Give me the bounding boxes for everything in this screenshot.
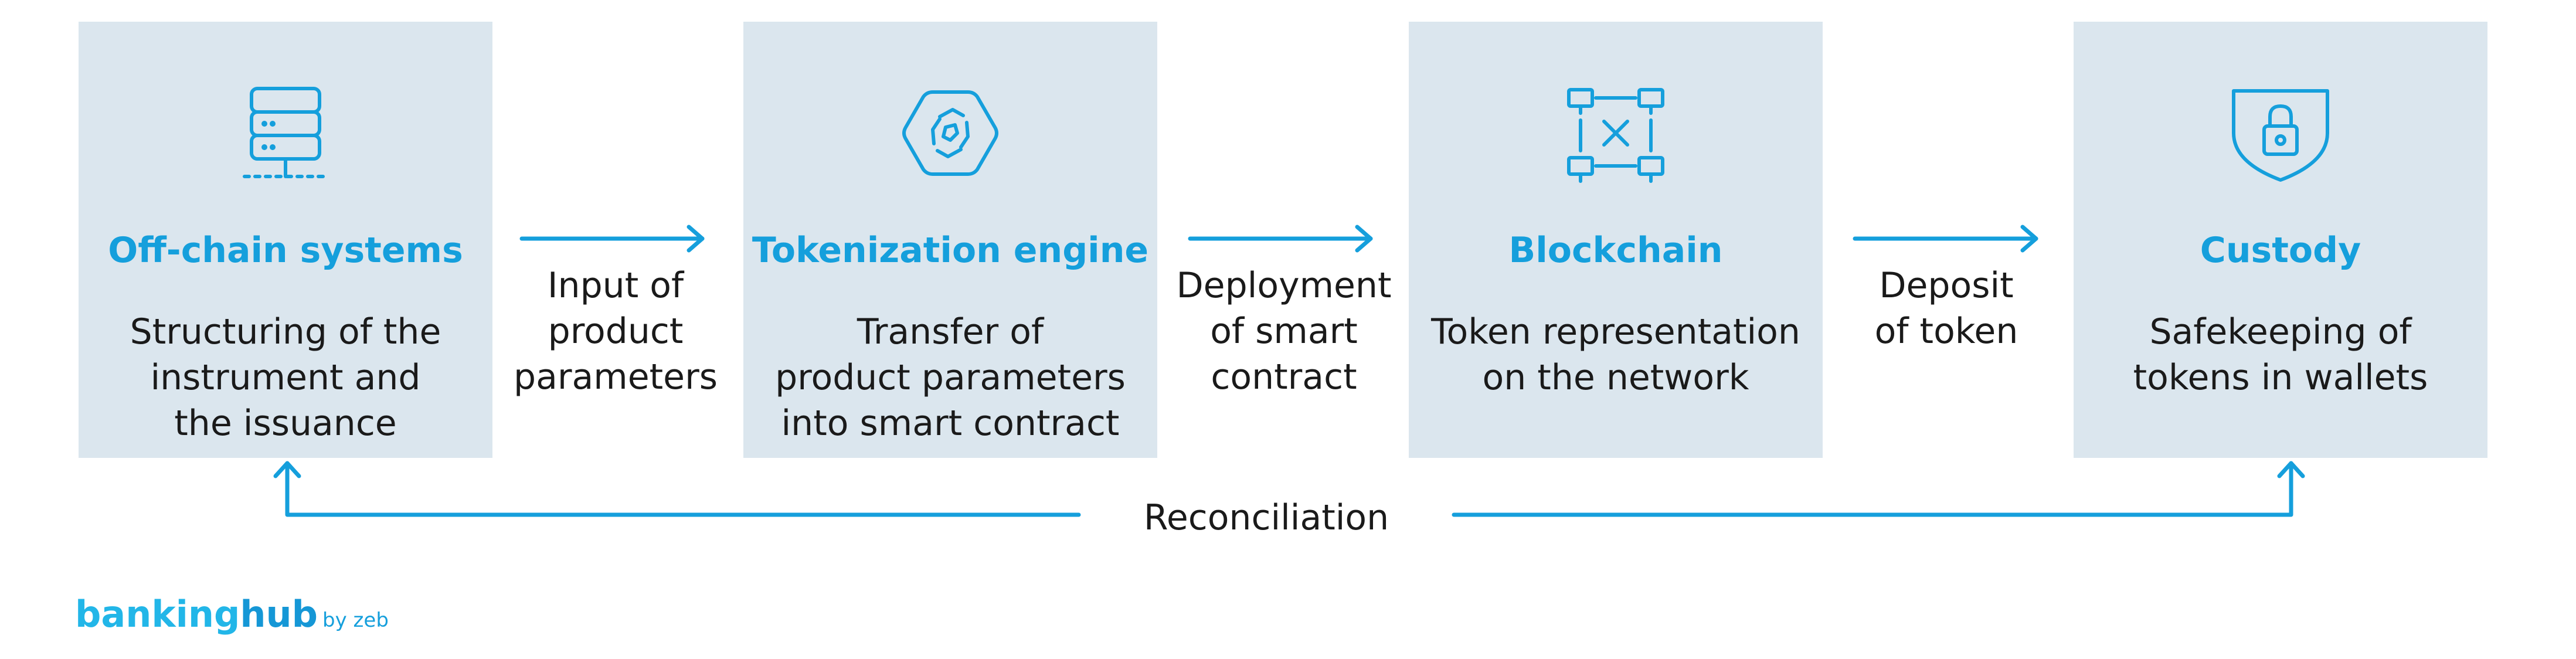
box-custody: Custody Safekeeping of tokens in wallets [2074, 22, 2487, 458]
box-off-chain-systems: Off-chain systems Structuring of the ins… [79, 22, 492, 458]
network-icon [1567, 88, 1664, 183]
box-title: Off-chain systems [108, 230, 463, 271]
box-blockchain: Blockchain Token representation on the n… [1409, 22, 1823, 458]
box-tokenization-engine: Tokenization engine Transfer of product … [743, 22, 1157, 458]
flow-label-deposit: Deposit of token [1874, 265, 2018, 352]
arrow-tokenization-to-blockchain [1188, 225, 1373, 253]
reconciliation-label: Reconciliation [1143, 497, 1389, 538]
flow-label-input-parameters: Input of product parameters [513, 265, 718, 398]
box-description: Token representation on the network [1431, 311, 1800, 398]
reconciliation-loop [273, 461, 2305, 517]
box-description: Structuring of the instrument and the is… [130, 311, 441, 444]
arrow-offchain-to-tokenization [519, 225, 705, 253]
shield-lock-icon [2232, 89, 2329, 182]
server-icon [243, 87, 328, 178]
brand-part2: hub [240, 593, 318, 636]
arrow-blockchain-to-custody [1853, 225, 2038, 253]
box-title: Blockchain [1508, 230, 1723, 271]
box-title: Custody [2200, 230, 2361, 271]
tokenization-icon [902, 90, 998, 176]
box-description: Safekeeping of tokens in wallets [2133, 311, 2428, 398]
box-description: Transfer of product parameters into smar… [775, 311, 1126, 444]
brand-suffix: by zeb [322, 609, 389, 632]
flow-label-deployment: Deployment of smart contract [1176, 265, 1392, 398]
brand-part1: banking [75, 593, 240, 636]
box-title: Tokenization engine [752, 230, 1149, 271]
